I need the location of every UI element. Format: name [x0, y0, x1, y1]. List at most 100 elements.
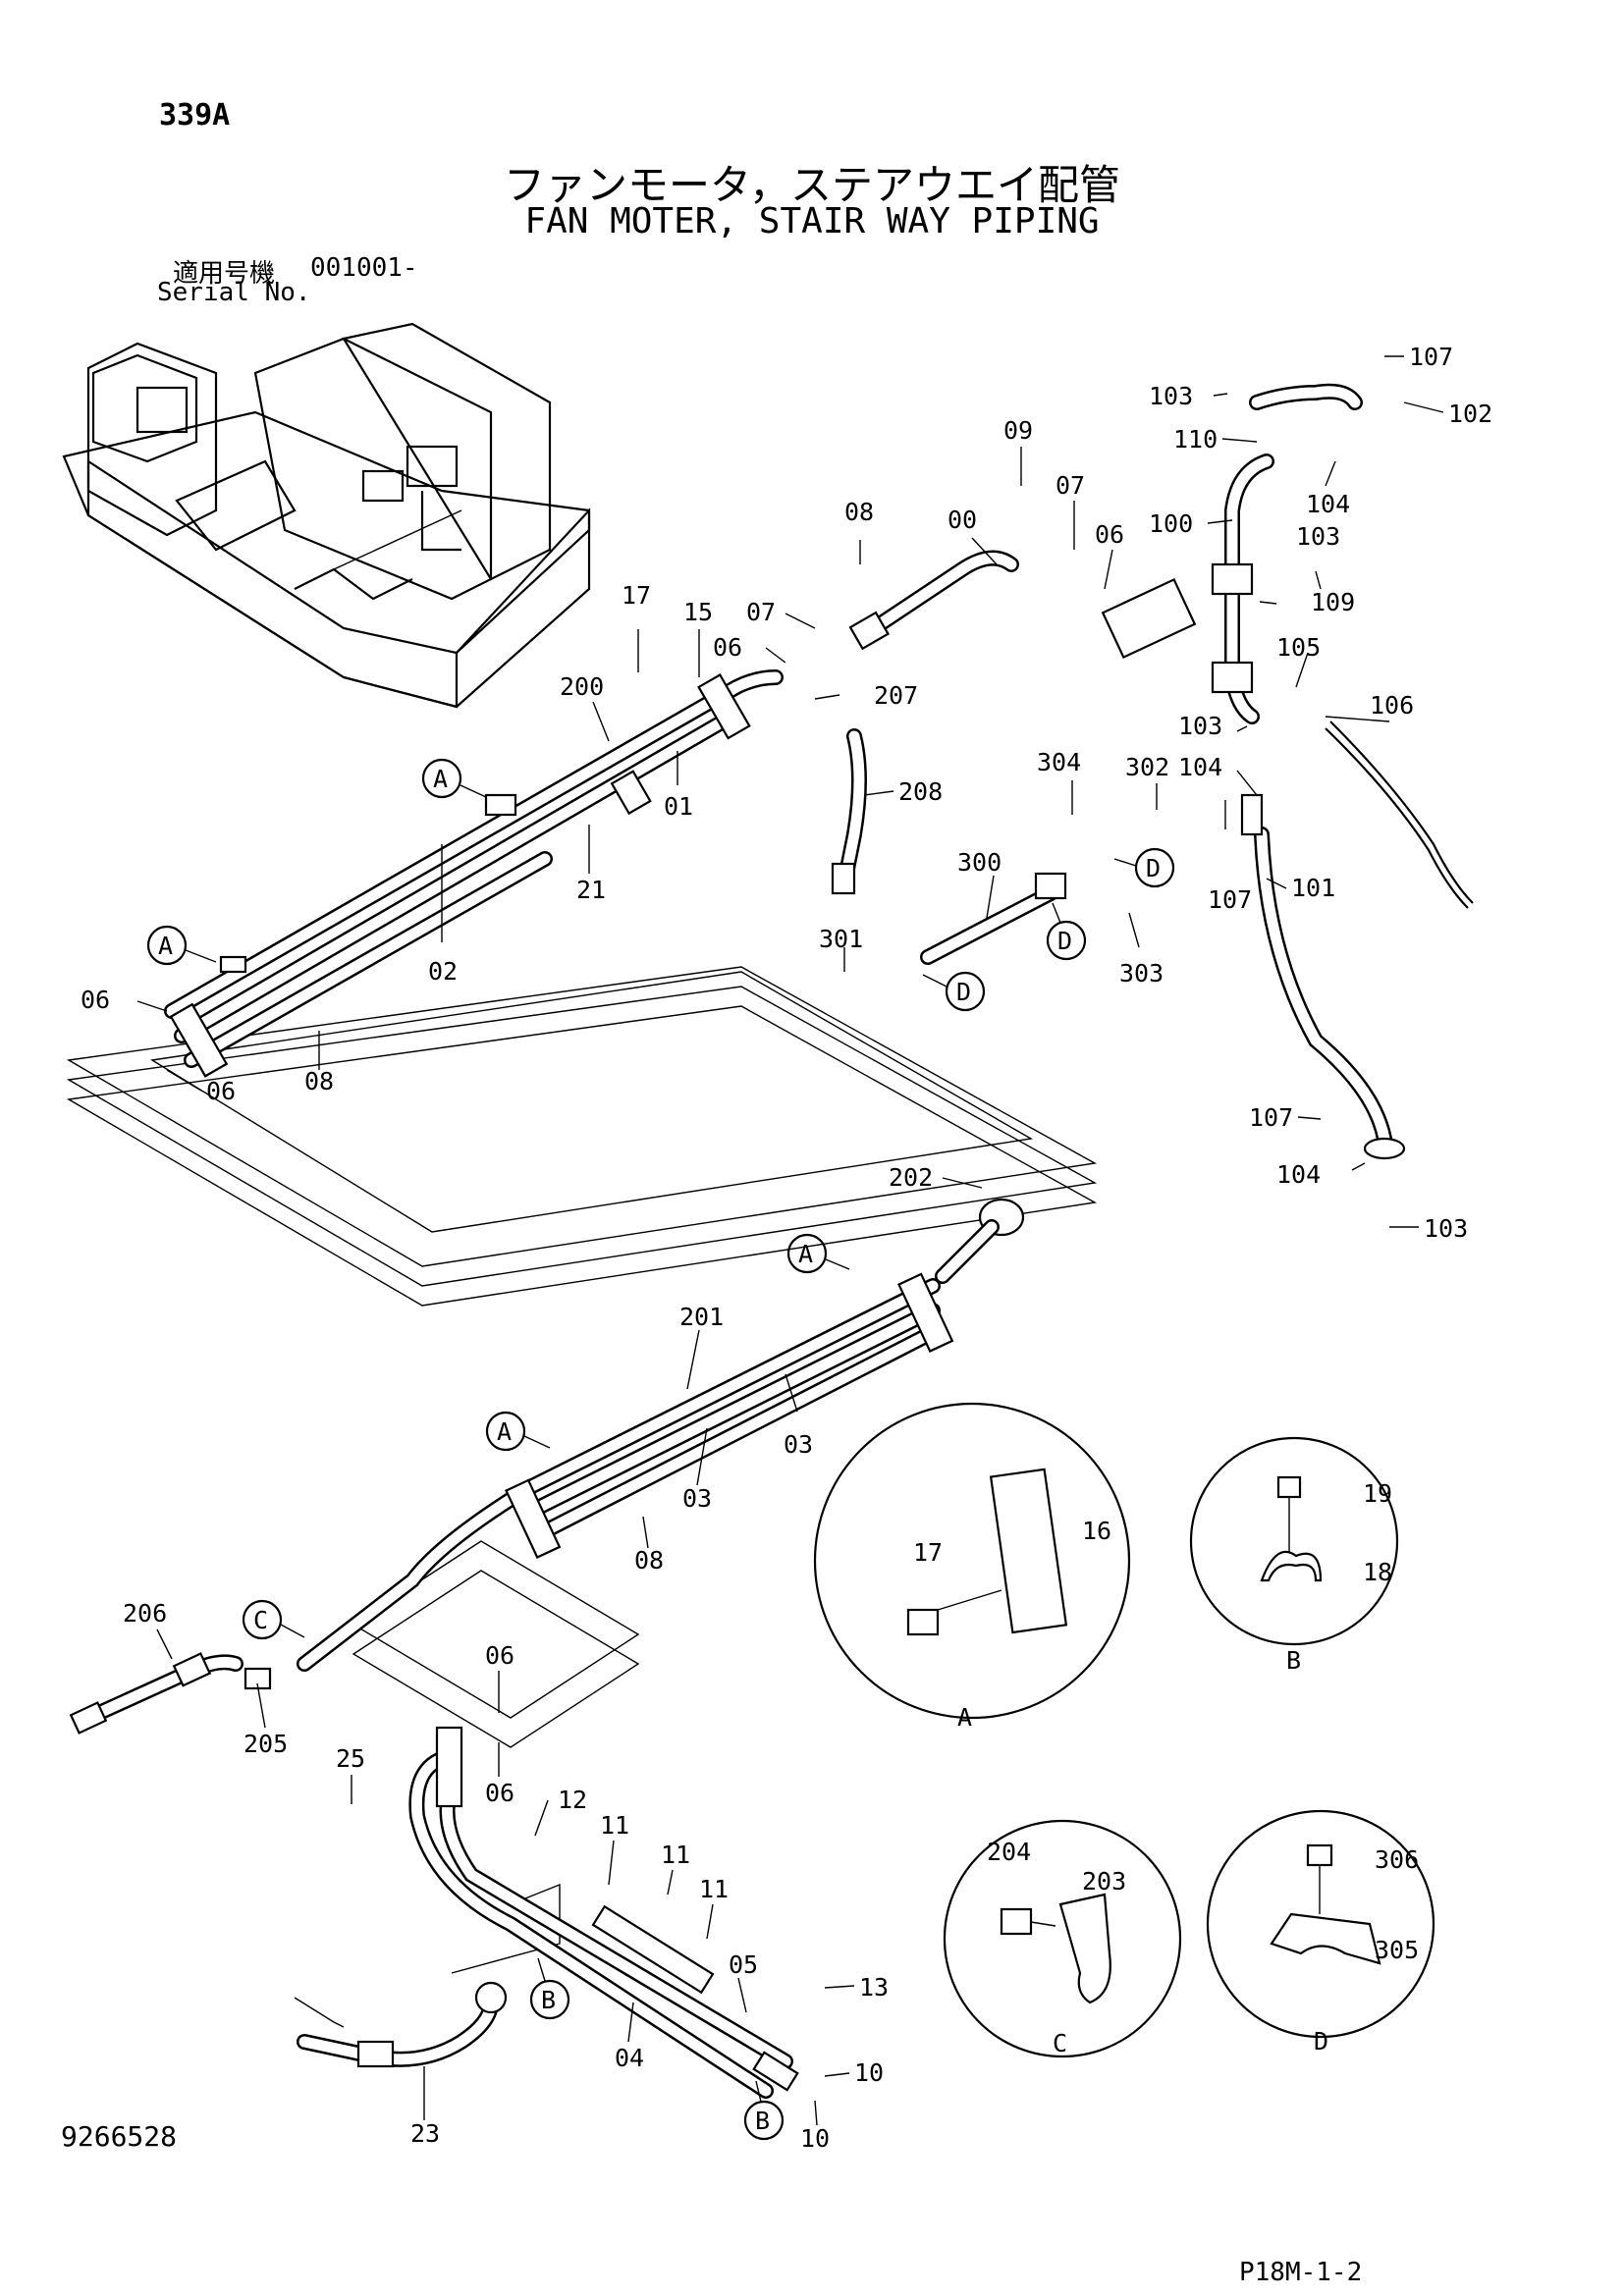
- part-callout: 103: [1178, 712, 1222, 740]
- detail-a-part-16: 16: [1082, 1517, 1111, 1545]
- page-reference: P18M-1-2: [1239, 2258, 1363, 2287]
- part-callout: 06: [206, 1077, 236, 1105]
- part-callout: 205: [244, 1730, 288, 1758]
- detail-d-part-306: 306: [1375, 1845, 1419, 1874]
- detail-c-part-204: 204: [987, 1838, 1031, 1866]
- title-japanese: ファンモータ，ステアウエイ配管: [504, 161, 1120, 209]
- part-callout: 208: [898, 777, 943, 806]
- part-callout: 07: [1056, 471, 1085, 500]
- part-callout: 21: [576, 876, 606, 904]
- frame-outline: [66, 966, 1098, 1974]
- part-callout: 13: [859, 1973, 889, 2002]
- part-callout: 301: [819, 925, 863, 953]
- part-callout: 10: [800, 2124, 830, 2153]
- part-callout: 03: [682, 1484, 712, 1513]
- view-marker-d: D: [1057, 927, 1072, 955]
- detail-view-d: D 306 305: [1206, 1809, 1435, 2056]
- part-callout: 15: [683, 598, 713, 626]
- part-callout: 100: [1149, 509, 1193, 538]
- detail-b-part-18: 18: [1363, 1558, 1392, 1586]
- part-callout: 103: [1424, 1214, 1468, 1243]
- part-callout: 05: [729, 1950, 758, 1979]
- part-callout: 00: [947, 506, 977, 534]
- view-marker-a: A: [497, 1417, 512, 1446]
- view-marker-d: D: [956, 978, 971, 1006]
- lower-manifold-assembly: [294, 1726, 799, 2099]
- part-callout: 23: [410, 2119, 440, 2148]
- view-marker-a: A: [798, 1240, 813, 1268]
- part-callout: 107: [1249, 1103, 1293, 1132]
- part-callout: 201: [679, 1303, 724, 1331]
- right-pipe-assembly: [1101, 383, 1474, 1160]
- detail-view-b-label: B: [1286, 1646, 1301, 1675]
- serial-label-english: Serial No.: [157, 278, 311, 307]
- part-callout: 11: [699, 1875, 729, 1903]
- document-number: 9266528: [61, 2120, 178, 2153]
- detail-b-part-19: 19: [1363, 1479, 1392, 1508]
- part-callout: 104: [1276, 1160, 1321, 1189]
- part-callout: 10: [854, 2058, 884, 2087]
- part-callout: 101: [1291, 874, 1335, 902]
- part-callout: 01: [664, 792, 693, 821]
- part-callout: 25: [336, 1744, 365, 1773]
- part-callout: 106: [1370, 691, 1414, 720]
- detail-view-c: C 204 203: [943, 1819, 1182, 2058]
- part-callout: 06: [1095, 520, 1124, 549]
- detail-view-d-label: D: [1314, 2027, 1328, 2056]
- part-callout: 200: [560, 672, 604, 701]
- view-marker-a: A: [158, 932, 173, 960]
- detail-a-part-17: 17: [913, 1538, 943, 1567]
- part-callout: 206: [123, 1599, 167, 1628]
- part-callouts: 107 103 102 110 09 07 104 08 00 06 100 1…: [81, 343, 1492, 2153]
- serial-label-japanese: 適用号機: [173, 259, 276, 289]
- detail-view-a: A 16 17: [813, 1402, 1131, 1732]
- part-callout: 06: [713, 633, 742, 662]
- part-callout: 03: [784, 1430, 813, 1459]
- part-callout: 107: [1208, 885, 1252, 914]
- part-callout: 302: [1125, 753, 1169, 781]
- part-callout: 06: [485, 1779, 514, 1807]
- part-callout: 06: [485, 1641, 514, 1670]
- detail-view-b: B 19 18: [1189, 1436, 1399, 1675]
- part-callout: 110: [1173, 425, 1218, 454]
- center-hose-assembly: [831, 550, 1067, 965]
- view-marker-b: B: [755, 2107, 770, 2135]
- part-callout: 304: [1037, 748, 1081, 776]
- detail-view-a-label: A: [957, 1703, 972, 1732]
- part-callout: 09: [1003, 416, 1033, 445]
- part-callout: 11: [600, 1811, 629, 1840]
- part-callout: 109: [1311, 588, 1355, 616]
- leader-lines: [136, 355, 1444, 2126]
- lower-pipe-bundle: [297, 1198, 1025, 1672]
- part-callout: 102: [1448, 400, 1492, 428]
- part-callout: 02: [428, 957, 458, 986]
- part-callout: 303: [1119, 959, 1164, 988]
- part-callout: 07: [746, 598, 776, 626]
- part-callout: 08: [844, 498, 874, 526]
- part-callout: 104: [1306, 490, 1350, 518]
- page-code: 339A: [159, 98, 231, 133]
- view-marker-b: B: [541, 1986, 556, 2014]
- part-callout: 08: [634, 1546, 664, 1575]
- view-marker-c: C: [253, 1606, 268, 1634]
- view-marker-d: D: [1146, 854, 1161, 882]
- view-marker-a: A: [433, 765, 448, 793]
- detail-d-part-305: 305: [1375, 1936, 1419, 1964]
- machine-overview-illustration: [62, 322, 591, 709]
- hose-206-assembly: [69, 1652, 272, 1735]
- view-markers: A A A A B B C D D D: [146, 758, 1175, 2141]
- part-callout: 107: [1409, 343, 1453, 371]
- part-callout: 207: [874, 681, 918, 710]
- part-callout: 103: [1296, 522, 1340, 551]
- part-callout: 12: [558, 1786, 587, 1814]
- part-callout: 202: [889, 1163, 933, 1192]
- title-english: FAN MOTER, STAIR WAY PIPING: [524, 201, 1100, 241]
- part-callout: 300: [957, 848, 1001, 877]
- part-callout: 103: [1149, 382, 1193, 410]
- part-callout: 17: [622, 581, 651, 610]
- part-callout: 11: [661, 1841, 690, 1869]
- part-callout: 105: [1276, 633, 1321, 662]
- part-callout: 08: [304, 1067, 334, 1095]
- upper-pipe-bundle: [164, 669, 784, 1078]
